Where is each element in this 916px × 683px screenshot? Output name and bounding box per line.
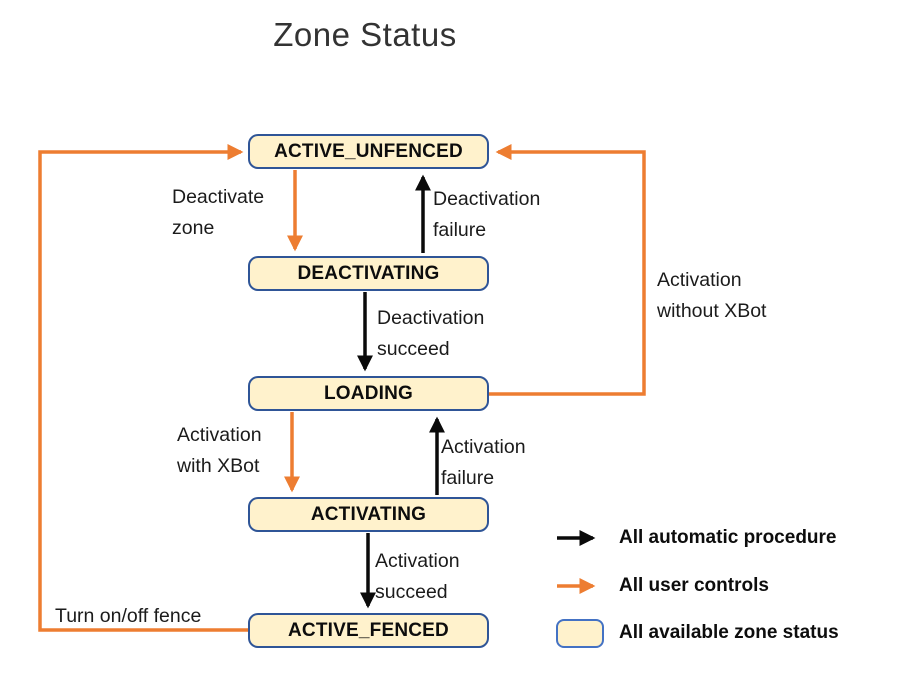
legend-label: All available zone status — [619, 622, 839, 643]
legend-item-automatic: All automatic procedure — [556, 523, 837, 553]
transition-label-turn-on-off-fence: Turn on/off fence — [55, 605, 202, 627]
state-box-loading: LOADING — [248, 376, 489, 411]
state-box-activating: ACTIVATING — [248, 497, 489, 532]
status-box-icon — [556, 618, 604, 648]
legend-item-user-controls: All user controls — [556, 571, 769, 601]
state-box-deactivating: DEACTIVATING — [248, 256, 489, 291]
legend-label: All user controls — [619, 575, 769, 596]
arrow-activation-without-xbot — [489, 143, 646, 396]
page-title: Zone Status — [273, 16, 457, 53]
legend-item-zone-status: All available zone status — [556, 618, 839, 648]
transition-label-deactivation-failure: Deactivation failure — [433, 188, 541, 241]
transition-label-activation-with-xbot: Activation with XBot — [177, 424, 262, 477]
state-box-active-fenced: ACTIVE_FENCED — [248, 613, 489, 648]
arrow-turn-on-off-fence — [38, 143, 248, 632]
black-arrow-icon — [557, 529, 596, 547]
transition-label-deactivate-zone: Deactivate zone — [172, 186, 265, 239]
transition-label-activation-without-xbot: Activation without XBot — [657, 269, 767, 322]
legend-label: All automatic procedure — [619, 527, 837, 548]
transition-label-activation-failure: Activation failure — [441, 436, 526, 489]
state-box-active-unfenced: ACTIVE_UNFENCED — [248, 134, 489, 169]
orange-arrow-icon — [557, 577, 596, 595]
transition-label-deactivation-succeed: Deactivation succeed — [377, 307, 485, 360]
transition-label-activation-succeed: Activation succeed — [375, 550, 460, 603]
